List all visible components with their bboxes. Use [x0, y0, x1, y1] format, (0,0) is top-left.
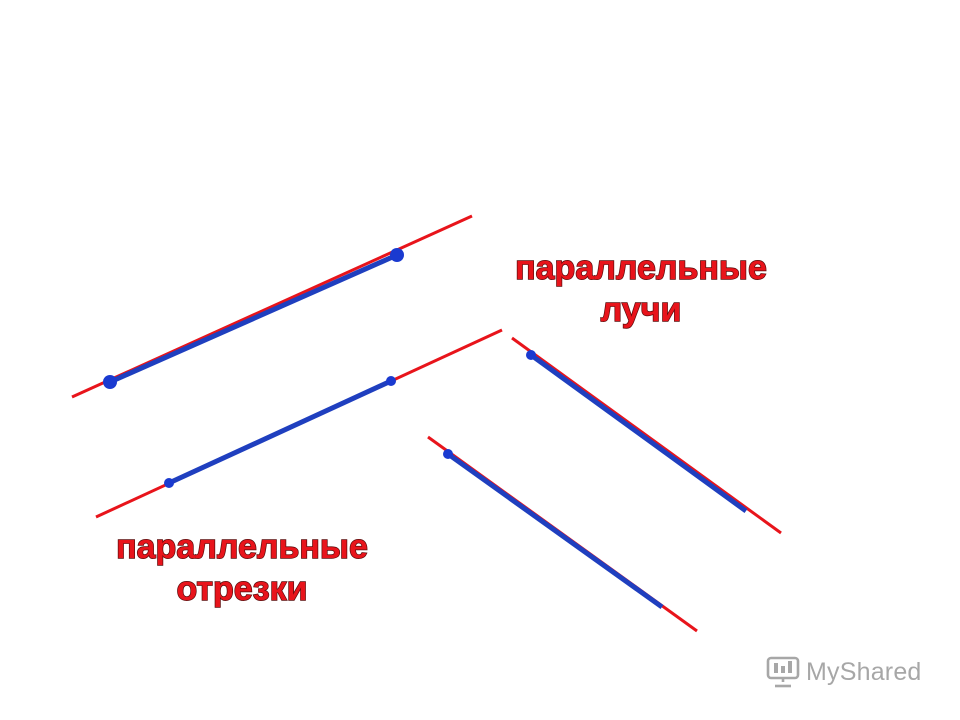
watermark-text: MyShared — [806, 657, 922, 686]
segment-2-endpoint-a — [164, 478, 174, 488]
segment-2-endpoint-b — [386, 376, 396, 386]
ray-2-origin — [443, 449, 453, 459]
blue-segment-2 — [167, 378, 393, 486]
ray-pair-group — [427, 336, 782, 633]
blue-ray-1 — [529, 352, 748, 514]
rays-caption-line1: параллельные — [515, 249, 767, 287]
segment-pair-group — [71, 214, 503, 519]
watermark: MyShared — [766, 656, 922, 688]
red-line-3 — [511, 336, 782, 535]
blue-ray-2 — [446, 451, 664, 610]
segments-caption-line1: параллельные — [116, 528, 368, 566]
rays-caption-line2: лучи — [601, 291, 682, 329]
segment-1-endpoint-b — [390, 248, 404, 262]
segments-caption-line2: отрезки — [176, 570, 307, 608]
segment-1-endpoint-a — [103, 375, 117, 389]
presentation-board-icon — [766, 656, 800, 688]
blue-segment-1 — [108, 252, 399, 385]
ray-1-origin — [526, 350, 536, 360]
